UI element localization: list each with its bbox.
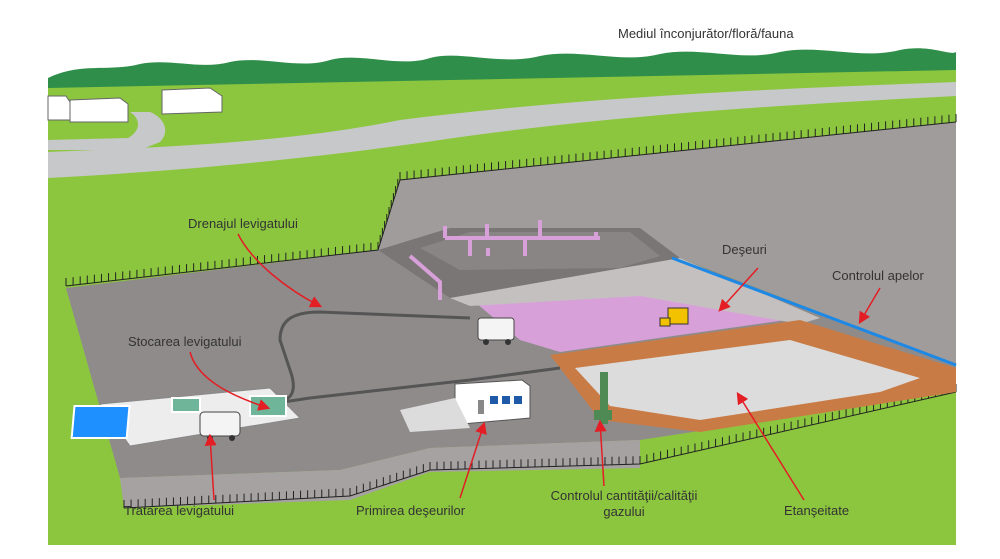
background-buildings [47,87,223,123]
gas-control-label-line1: Controlul cantităţii/calităţii [550,488,698,503]
water-control-line [671,256,957,367]
treatment-label: Tratarea levigatului [124,503,235,518]
pit-back-wall [378,122,956,365]
arrow-reception [459,421,487,499]
storage-label: Stocarea levigatului [128,334,242,349]
side-road [48,112,166,150]
arrow-sealing [736,391,805,501]
arrow-gas-control [594,419,607,487]
aux-pool [171,397,201,413]
pit-lower-apron [120,440,640,508]
reception-building [454,379,531,425]
storage-pool [249,395,287,417]
arrow-storage [189,351,271,411]
arrow-treatment [204,433,217,501]
arrow-drainage [237,233,323,308]
bulldozer [659,307,689,327]
gas-monitor-tower [594,372,612,424]
fence-posts [65,114,957,508]
liner-cell-floor [575,340,920,420]
water-control-label: Controlul apelor [832,268,924,283]
garbage-truck [477,317,515,345]
treatment-pool [70,405,131,439]
reception-label: Primirea deşeurilor [356,503,466,518]
reception-road [400,398,470,432]
gas-pipes [408,220,600,300]
waste-label: Deşeuri [722,242,767,257]
gas-control-label: Controlul cantităţii/calităţii gazului [524,488,724,520]
environment-label: Mediul înconjurător/floră/fauna [618,26,794,41]
callout-arrows [189,233,881,501]
sealing-label: Etanşeitate [784,503,850,518]
covered-cell-top [420,232,660,270]
arrow-water-control [858,287,881,325]
gas-control-label-line2: gazului [603,504,645,519]
arrow-waste [718,267,759,312]
drainage-label: Drenajul levigatului [188,216,298,231]
access-road [48,82,956,178]
